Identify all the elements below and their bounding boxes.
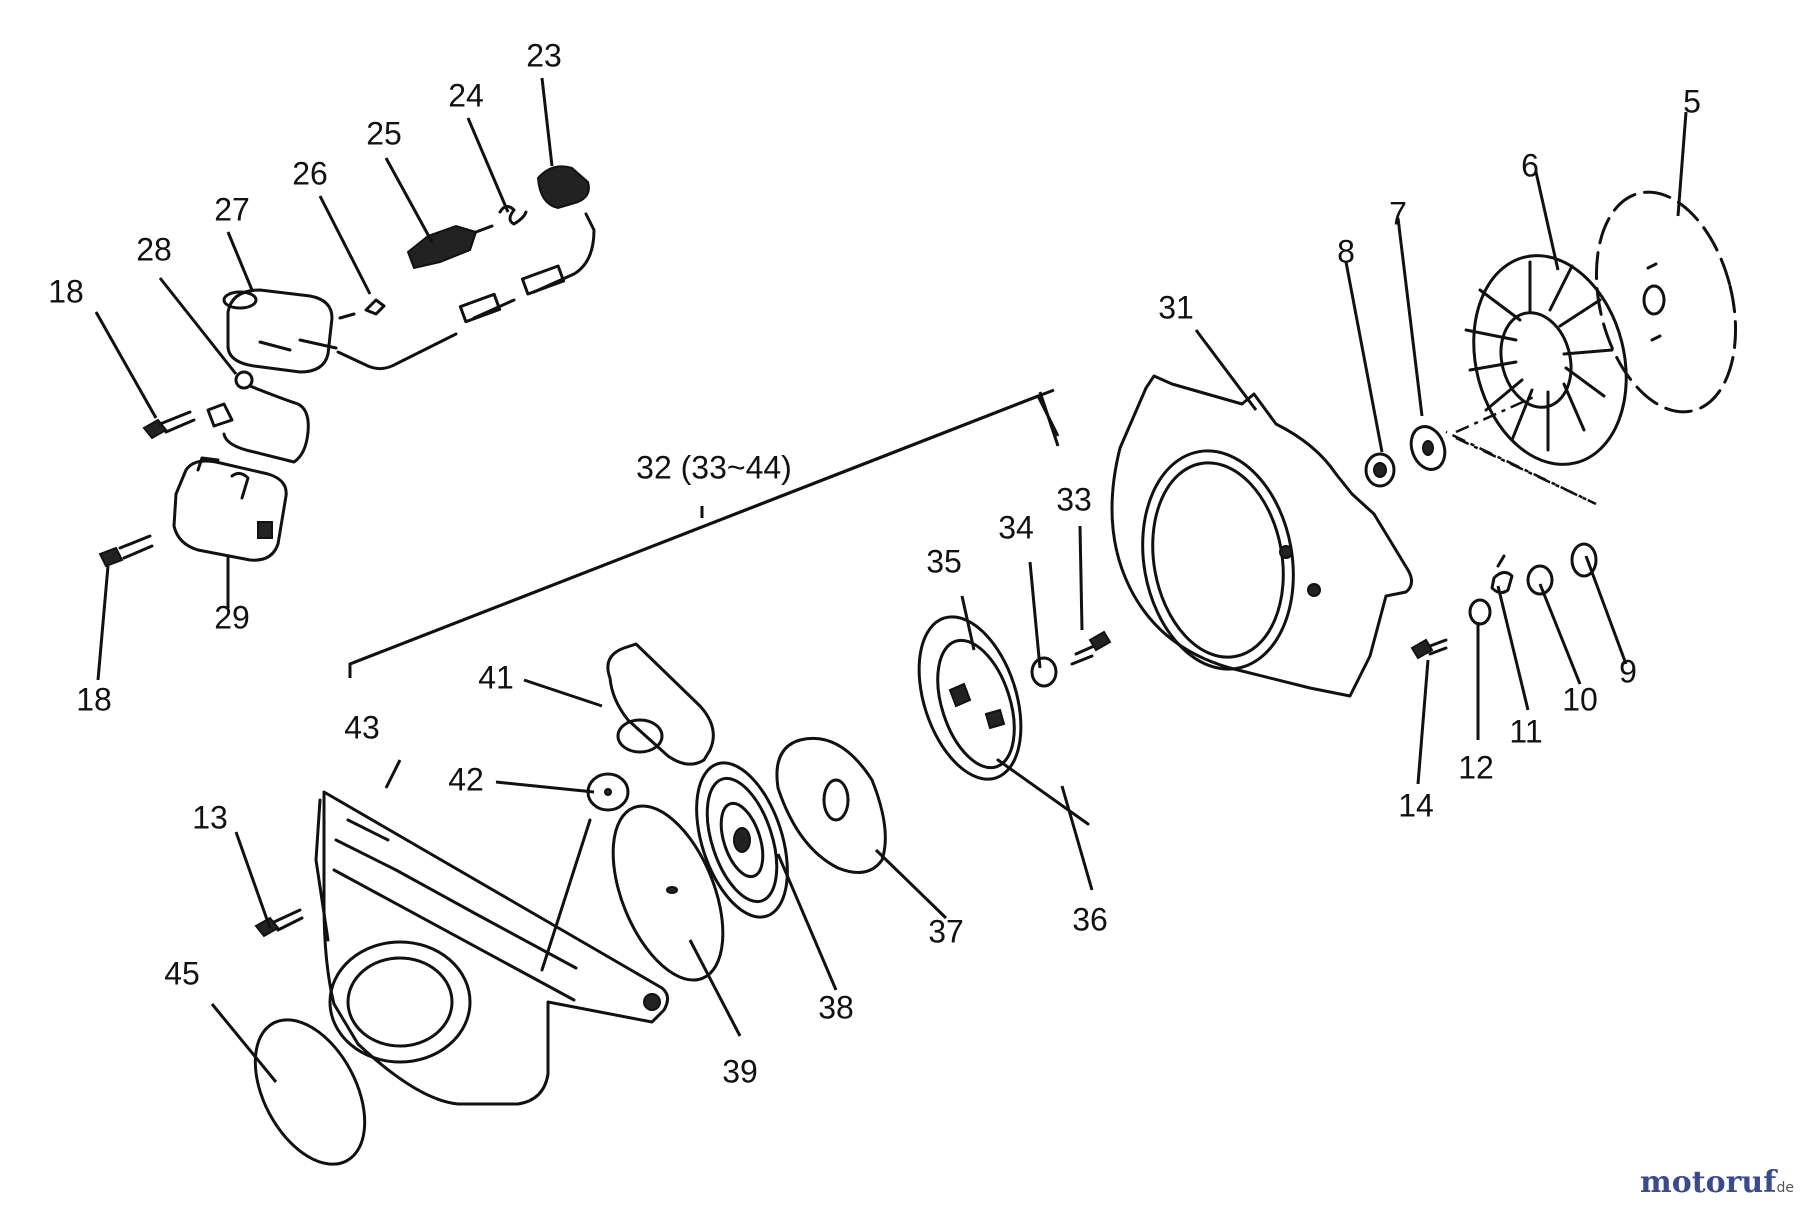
callout-39: 39 <box>722 1053 758 1089</box>
callout-7: 7 <box>1389 195 1407 231</box>
pawl-11 <box>1490 554 1514 595</box>
watermark-brand: motoruf <box>1640 1165 1778 1200</box>
callout-27: 27 <box>214 191 250 227</box>
callout-9: 9 <box>1619 653 1637 689</box>
callout-10: 10 <box>1562 681 1598 717</box>
switch-29 <box>172 456 288 562</box>
starter-handle-41 <box>606 642 715 766</box>
clip-26 <box>338 298 386 320</box>
callout-18-bottom: 18 <box>76 681 112 717</box>
washer-10 <box>1526 564 1554 596</box>
rope-reel-35 <box>917 615 1023 781</box>
spark-plug-25 <box>406 224 494 270</box>
callout-29: 29 <box>214 599 250 635</box>
callout-6: 6 <box>1521 147 1539 183</box>
callout-18-top: 18 <box>48 273 84 309</box>
starter-rope-line <box>540 818 592 972</box>
starter-rope-36 <box>996 758 1090 826</box>
plug-cap-23 <box>536 165 590 210</box>
nut-9 <box>1570 542 1598 578</box>
group-bracket-32-arms <box>349 388 1060 666</box>
callout-32: 32 (33~44) <box>636 449 792 485</box>
callout-28: 28 <box>136 231 172 267</box>
center-axis-line <box>1445 430 1597 506</box>
cover-seal-45 <box>253 1018 367 1166</box>
callout-42: 42 <box>448 761 484 797</box>
screw-14 <box>1410 638 1434 660</box>
callout-23: 23 <box>526 37 562 73</box>
watermark: motoruf .de <box>1640 1165 1794 1200</box>
callout-45: 45 <box>164 955 200 991</box>
washer-34 <box>1030 656 1058 688</box>
callout-26: 26 <box>292 155 328 191</box>
callout-43: 43 <box>344 709 380 745</box>
ground-wire-28 <box>206 370 310 464</box>
callout-24: 24 <box>448 77 484 113</box>
screw-33 <box>1070 630 1112 666</box>
group-bracket-32 <box>348 394 1060 678</box>
washer-39 <box>611 804 725 982</box>
fan-housing-31 <box>1110 374 1413 698</box>
callout-13: 13 <box>192 799 228 835</box>
callout-38: 38 <box>818 989 854 1025</box>
callout-33: 33 <box>1056 481 1092 517</box>
flywheel-6 <box>1464 254 1628 466</box>
screw-13 <box>254 908 304 938</box>
callout-35: 35 <box>926 543 962 579</box>
callout-25: 25 <box>366 115 402 151</box>
callout-labels: 5 6 7 8 9 10 11 12 13 14 18 18 23 24 25 … <box>48 37 1701 1089</box>
starter-cover-43 <box>314 790 669 1106</box>
callout-11: 11 <box>1509 713 1542 749</box>
plate-37 <box>775 736 887 874</box>
callout-31: 31 <box>1158 289 1194 325</box>
watermark-tld: .de <box>1772 1180 1794 1196</box>
callout-41: 41 <box>478 659 514 695</box>
callout-8: 8 <box>1337 233 1355 269</box>
ignition-wire <box>336 212 596 371</box>
callout-36: 36 <box>1072 901 1108 937</box>
callout-12: 12 <box>1458 749 1494 785</box>
callout-34: 34 <box>998 509 1034 545</box>
washer-7 <box>1409 425 1447 471</box>
callout-14: 14 <box>1398 787 1434 823</box>
magneto-plate-5 <box>1594 190 1738 414</box>
screw-18-top <box>142 410 196 440</box>
spring-24 <box>498 205 528 226</box>
callout-5: 5 <box>1683 83 1701 119</box>
screw-18-bottom <box>98 534 154 568</box>
washer-12 <box>1468 598 1492 626</box>
nut-8 <box>1364 452 1396 488</box>
spring-case-38 <box>695 761 789 919</box>
leader-lines <box>94 77 1688 1083</box>
ignition-coil-27 <box>222 288 338 374</box>
clutch-parts <box>1410 542 1598 660</box>
flywheel-axis-line <box>1455 394 1537 434</box>
callout-37: 37 <box>928 913 964 949</box>
